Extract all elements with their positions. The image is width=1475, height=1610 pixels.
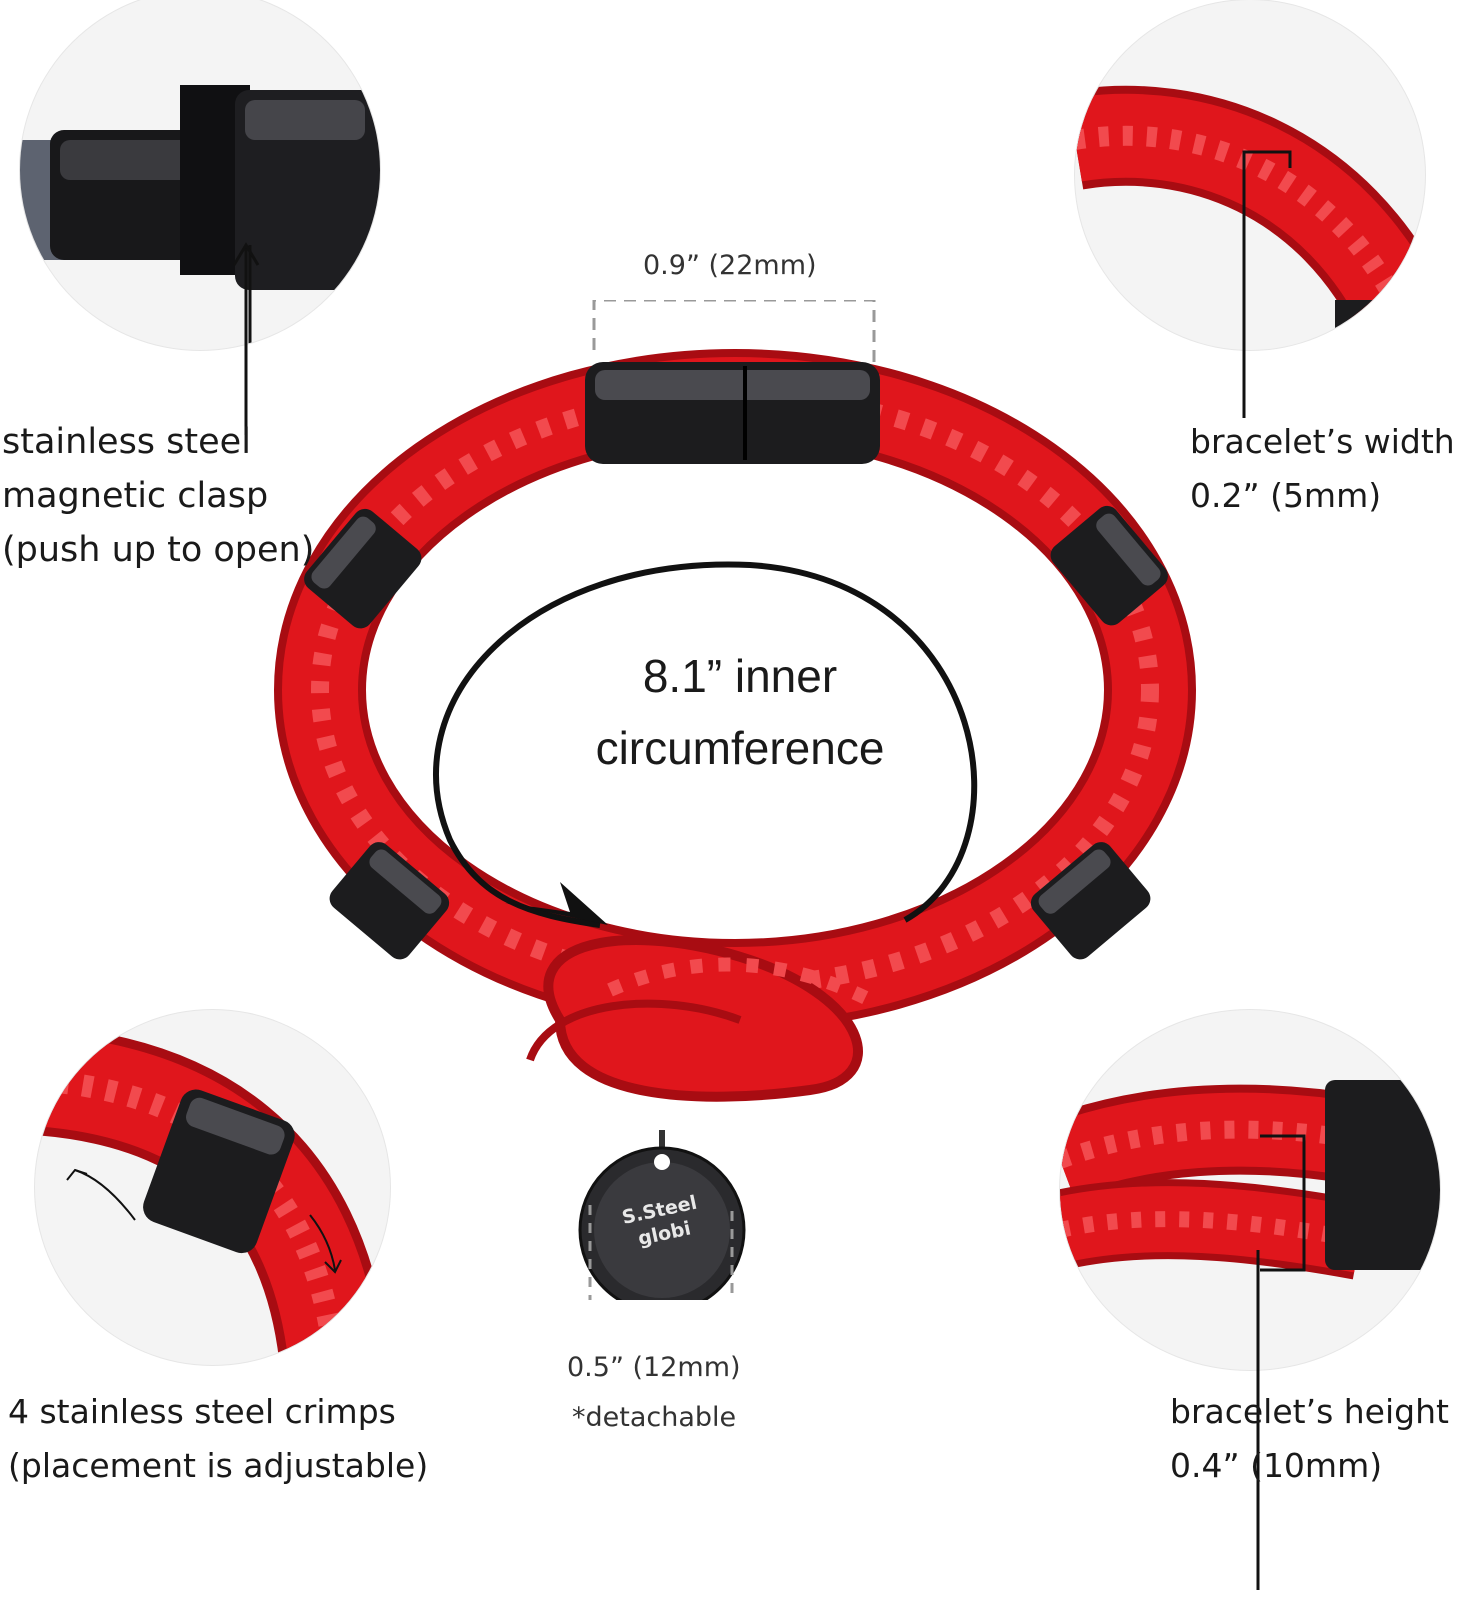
clasp-length-label: 0.9” (22mm) [643, 250, 817, 281]
height-callout-line2: 0.4” (10mm) [1170, 1446, 1383, 1485]
circumference-line1: 8.1” inner [642, 650, 838, 702]
charm-diameter-label: 0.5” (12mm) [567, 1352, 741, 1383]
clasp-callout-line2: magnetic clasp [2, 476, 269, 516]
crimps-detail-photo [35, 1010, 390, 1365]
clasp-callout-line3: (push up to open) [2, 530, 315, 570]
clasp-detail-photo [20, 0, 380, 350]
bracelet-main-photo [274, 300, 1196, 1300]
circumference-label: 8.1” inner circumference [555, 640, 925, 784]
width-callout: bracelet’s width 0.2” (5mm) [1190, 415, 1455, 523]
width-callout-line1: bracelet’s width [1190, 422, 1455, 461]
height-bracket [1256, 1134, 1306, 1590]
circumference-line2: circumference [595, 722, 885, 774]
crimps-callout-line1: 4 stainless steel crimps [8, 1392, 396, 1431]
clasp-callout-line1: stainless steel [2, 422, 251, 462]
height-callout-line1: bracelet’s height [1170, 1392, 1449, 1431]
crimps-callout-line2: (placement is adjustable) [8, 1446, 429, 1485]
height-callout: bracelet’s height 0.4” (10mm) [1170, 1385, 1449, 1493]
height-detail-photo [1060, 1010, 1440, 1370]
clasp-callout: stainless steel magnetic clasp (push up … [2, 415, 314, 577]
charm-detachable-note: *detachable [572, 1402, 737, 1433]
crimps-callout: 4 stainless steel crimps (placement is a… [8, 1385, 428, 1493]
width-detail-photo [1075, 0, 1425, 350]
width-callout-line2: 0.2” (5mm) [1190, 476, 1382, 515]
clasp-arrow [232, 242, 260, 435]
width-bracket [1242, 150, 1292, 418]
